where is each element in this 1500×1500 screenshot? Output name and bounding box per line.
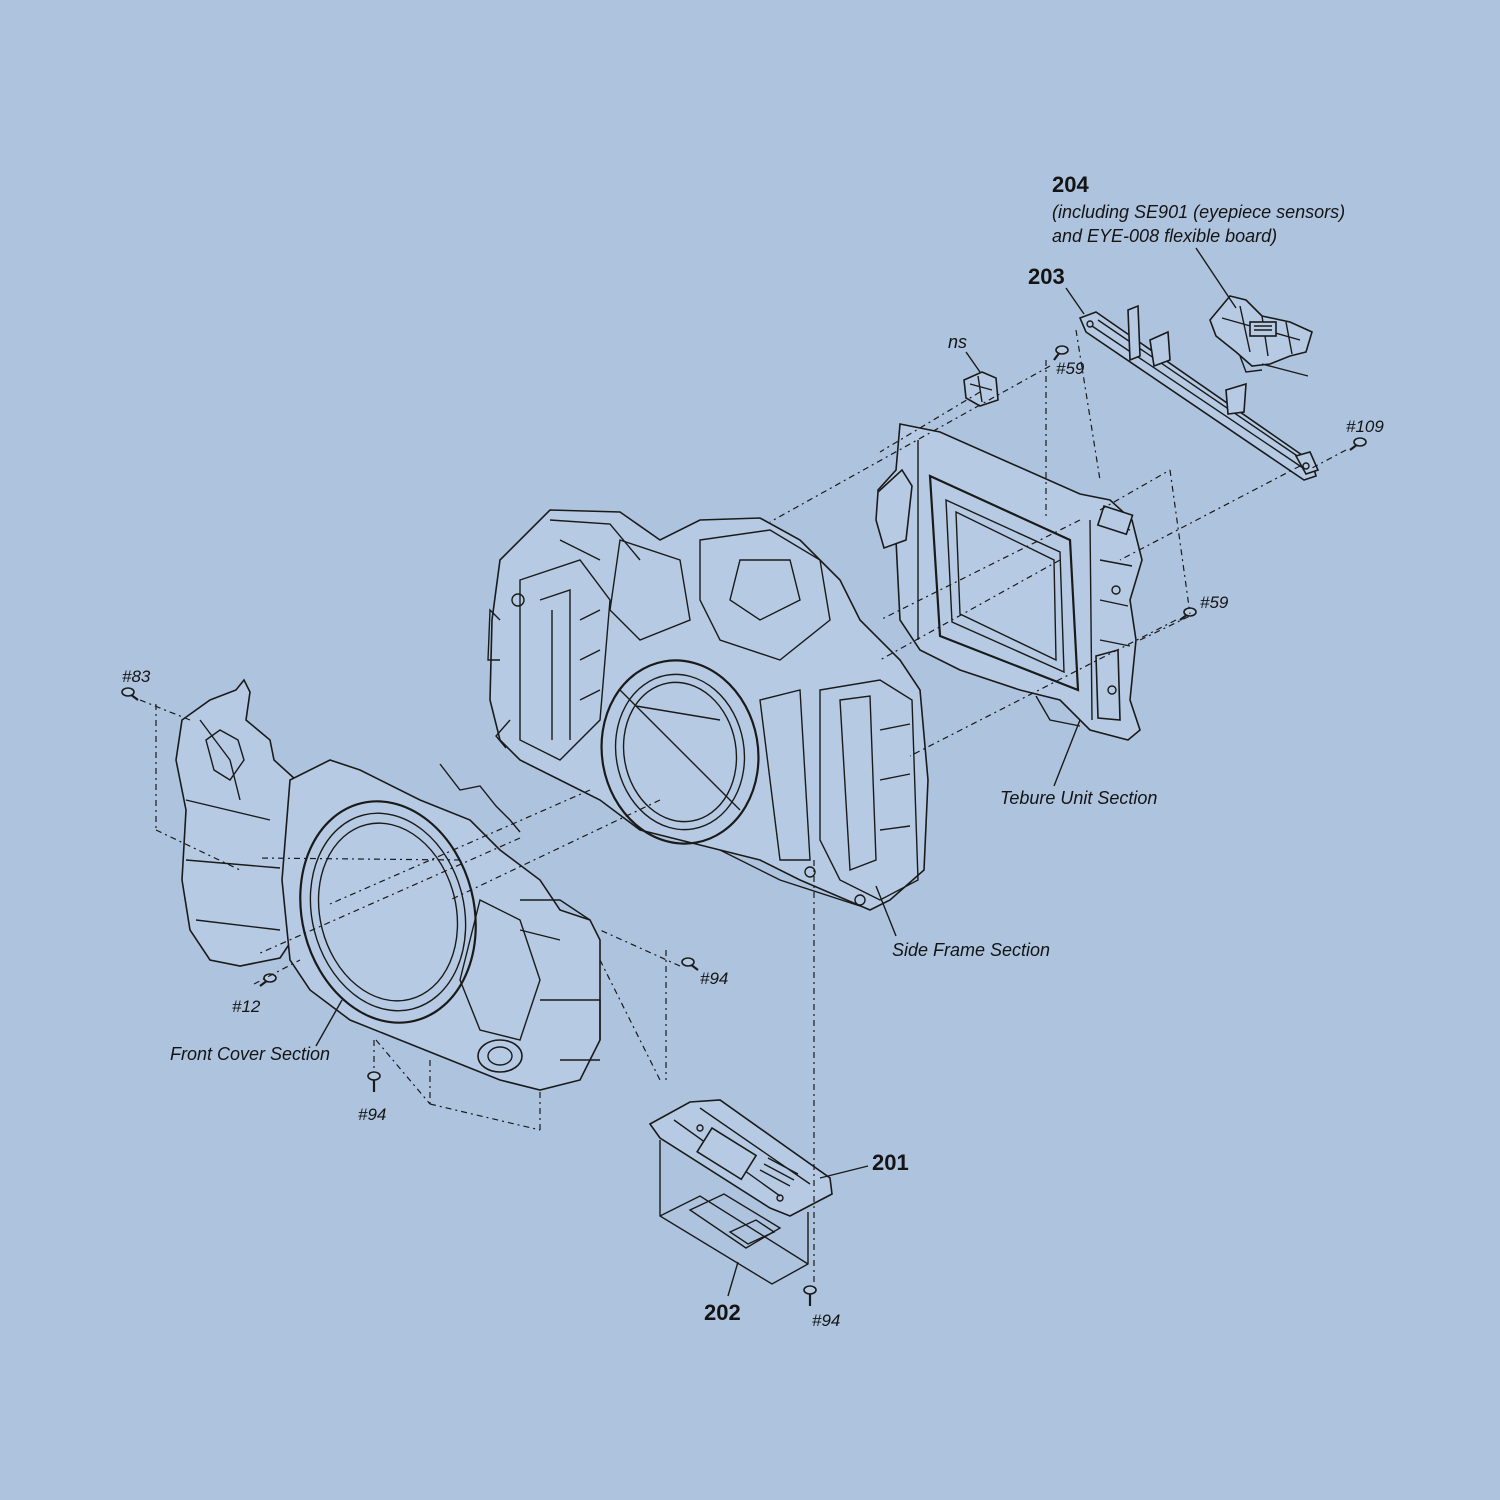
- screw-94-left-label: #94: [358, 1105, 386, 1124]
- tebure-unit-section-label: Tebure Unit Section: [1000, 788, 1157, 808]
- screw-109-label: #109: [1346, 417, 1384, 436]
- part-ns-label: ns: [948, 332, 967, 352]
- screw-59-top: [1053, 345, 1069, 361]
- screw-59-right-label: #59: [1200, 593, 1229, 612]
- screw-59-right: [1179, 607, 1197, 621]
- camera-body: [487, 509, 929, 911]
- screw-59-top-label: #59: [1056, 359, 1085, 378]
- screw-12: [259, 973, 277, 987]
- screw-83: [121, 687, 139, 701]
- part-ns: [963, 351, 999, 407]
- part-201-number: 201: [872, 1150, 909, 1175]
- screw-94-left: [367, 1071, 381, 1092]
- part-204-note-line2: and EYE-008 flexible board): [1052, 226, 1277, 246]
- tebure-unit: [875, 423, 1143, 741]
- front-cover: [175, 678, 601, 1091]
- part-202-cover: [659, 1140, 809, 1297]
- side-frame-section-label: Side Frame Section: [892, 940, 1050, 960]
- front-cover-section-label: Front Cover Section: [170, 1044, 330, 1064]
- part-204-number: 204: [1052, 172, 1089, 197]
- assembly-guide-lines: [139, 329, 1347, 1286]
- screw-94-mid-label: #94: [700, 969, 728, 988]
- part-201-bottom-plate: [648, 1099, 869, 1217]
- part-203-bracket: [1065, 287, 1320, 481]
- screw-83-label: #83: [122, 667, 151, 686]
- part-204-eyepiece-sensor: [1195, 247, 1313, 377]
- screw-109: [1349, 437, 1367, 451]
- screw-94-mid: [681, 957, 699, 971]
- tebure-leader-line: [1053, 719, 1081, 787]
- part-204-note-line1: (including SE901 (eyepiece sensors): [1052, 202, 1345, 222]
- screw-94-bottom: [803, 1285, 817, 1306]
- side-frame-leader-line: [875, 885, 897, 937]
- screw-94-bottom-label: #94: [812, 1311, 840, 1330]
- screw-12-label: #12: [232, 997, 261, 1016]
- front-cover-leader-line: [315, 999, 343, 1047]
- part-203-number: 203: [1028, 264, 1065, 289]
- part-202-number: 202: [704, 1300, 741, 1325]
